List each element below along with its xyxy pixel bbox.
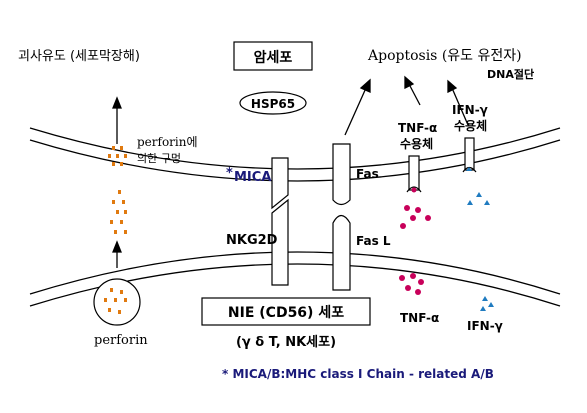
tnf-receptor-label-1: TNF-α — [398, 121, 437, 135]
arrow-nk-up — [112, 240, 122, 268]
hsp65-ellipse — [239, 91, 307, 115]
perforin-hole-label-2: 의한 구멍 — [137, 152, 181, 165]
ifn-dots-bottom — [480, 296, 494, 311]
arrows — [112, 75, 469, 268]
nk-cell-sublabel: (γ δ T, NK세포) — [236, 335, 336, 350]
tnf-dots-bottom — [399, 273, 424, 295]
tnf-bottom-label: TNF-α — [400, 311, 439, 325]
ifn-receptor — [462, 137, 477, 173]
tnf-receptor-label-2: 수용체 — [400, 136, 433, 151]
tnf-receptor — [406, 155, 422, 193]
mica-star: * — [226, 166, 233, 181]
nkg2d-label: NKG2D — [226, 233, 278, 248]
tnf-dots-middle — [400, 205, 431, 229]
hsp65-label: HSP65 — [251, 97, 295, 111]
ifn-dots-middle — [467, 192, 490, 205]
arrow-tnf-apoptosis — [404, 75, 421, 106]
cancer-cell-box — [233, 41, 313, 71]
mica-nkg2d-complex — [271, 157, 289, 286]
fas-label: Fas — [356, 167, 379, 181]
cancer-cell-label: 암세포 — [254, 49, 293, 66]
arrow-ifn-apoptosis — [447, 79, 469, 126]
perforin-release-dots — [110, 190, 127, 234]
perforin-hole-label-1: perforin에 — [137, 135, 198, 149]
arrow-necrosis — [112, 96, 122, 144]
necrosis-label: 괴사유도 (세포막장해) — [18, 49, 140, 64]
arrow-fas-apoptosis — [344, 78, 371, 136]
ifn-bottom-label: IFN-γ — [467, 319, 503, 333]
perforin-hole-dots — [108, 146, 127, 166]
perforin-granule-dots — [104, 288, 127, 314]
footnote: * MICA/B:MHC class I Chain - related A/B — [222, 367, 494, 381]
nk-cell-label: NIE (CD56) 세포 — [228, 305, 344, 321]
dna-cleavage-label: DNA절단 — [487, 67, 534, 81]
fas-fasl-complex — [332, 143, 351, 291]
fasl-label: Fas L — [356, 234, 391, 248]
perforin-label: perforin — [94, 333, 148, 348]
ifn-receptor-label-1: IFN-γ — [452, 103, 488, 117]
apoptosis-label: Apoptosis (유도 유전자) — [367, 48, 522, 64]
ifn-receptor-label-2: 수용체 — [454, 118, 487, 133]
cancer-cell-membrane — [29, 127, 561, 182]
nk-cell-box — [201, 297, 371, 326]
